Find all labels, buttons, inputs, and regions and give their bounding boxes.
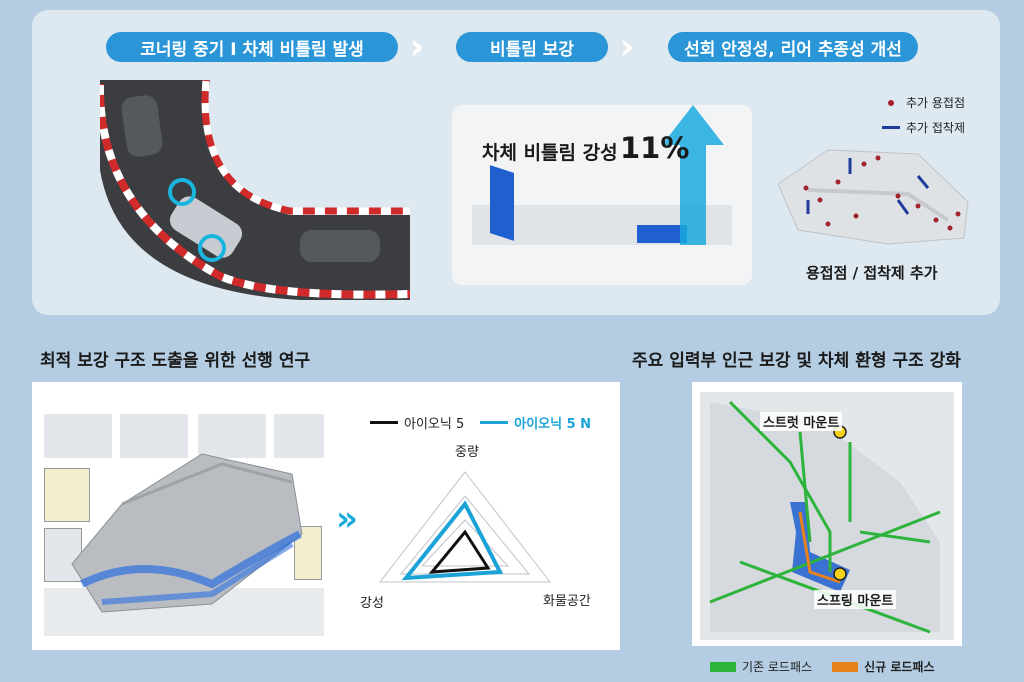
ioniq5-series	[428, 529, 491, 574]
existing-path-label: 기존 로드패스	[742, 660, 813, 674]
axis-stiffness-label: 강성	[360, 596, 384, 611]
step-torsion-pill: 코너링 중기 I 차체 비틀림 발생	[106, 32, 398, 62]
weld-caption: 용접점 / 접착제 추가	[806, 264, 938, 282]
adhesive-legend-item: 추가 접착제	[882, 119, 965, 136]
ioniq5n-line-icon	[480, 421, 509, 424]
load-path-legend: 기존 로드패스 신규 로드패스	[710, 658, 934, 675]
ioniq5n-legend-label: 아이오닉 5 N	[514, 417, 592, 432]
ioniq5-line-icon	[370, 421, 398, 424]
weld-legend-label: 추가 용접점	[906, 96, 966, 110]
spring-mount-marker	[833, 567, 847, 581]
axis-cargo-label: 화물공간	[543, 594, 591, 609]
body-model-collage	[44, 414, 324, 636]
step-stability-pill: 선회 안정성, 리어 추종성 개선	[668, 32, 918, 62]
analysis-thumbnail	[120, 414, 188, 458]
analysis-thumbnail	[274, 414, 324, 458]
prior-study-title: 최적 보강 구조 도출을 위한 선행 연구	[40, 351, 311, 371]
spring-mount-label: 스프링 마운트	[814, 590, 897, 609]
ioniq5n-series	[401, 500, 504, 581]
strut-mount-label: 스트럿 마운트	[760, 412, 843, 431]
analysis-thumbnail	[44, 414, 112, 458]
radar-legend: 아이오닉 5 아이오닉 5 N	[370, 413, 600, 432]
step-reinforce-pill: 비틀림 보강	[456, 32, 608, 62]
step-torsion-label: 코너링 중기 I 차체 비틀림 발생	[140, 39, 364, 60]
body-in-white-illustration	[777, 149, 969, 245]
load-path-diagram	[700, 392, 954, 640]
new-path-swatch-icon	[832, 661, 859, 672]
new-path-label: 신규 로드패스	[864, 660, 935, 674]
analysis-thumbnail	[198, 414, 266, 458]
car-body-frame-illustration	[71, 453, 303, 613]
reinforcement-right	[637, 225, 687, 243]
stiffness-value: 11%	[620, 131, 690, 165]
chevron-right-icon: »	[336, 499, 358, 539]
stiffness-label: 차체 비틀림 강성	[482, 142, 618, 164]
cornering-road-illustration	[100, 80, 410, 300]
axis-weight-label: 중량	[455, 445, 479, 460]
rear-body-structure	[452, 95, 752, 290]
adhesive-line-icon	[882, 126, 900, 129]
weld-legend: 추가 용접점 추가 접착제	[882, 94, 965, 136]
step-stability-label: 선회 안정성, 리어 추종성 개선	[684, 39, 902, 60]
step-reinforce-label: 비틀림 보강	[489, 39, 575, 60]
existing-path-swatch-icon	[710, 661, 736, 672]
adhesive-legend-label: 추가 접착제	[906, 121, 966, 135]
analysis-thumbnail	[44, 468, 90, 522]
radar-legend-row: 아이오닉 5 아이오닉 5 N	[370, 413, 600, 432]
reinforcement-left	[490, 165, 514, 241]
weld-legend-item: 추가 용접점	[882, 94, 965, 111]
ioniq5-legend-label: 아이오닉 5	[404, 417, 465, 432]
weld-dot-icon	[888, 99, 894, 106]
arrow-up-icon	[662, 105, 724, 245]
radar-chart	[378, 471, 552, 583]
load-path-title: 주요 입력부 인근 보강 및 차체 환형 구조 강화	[632, 351, 961, 371]
